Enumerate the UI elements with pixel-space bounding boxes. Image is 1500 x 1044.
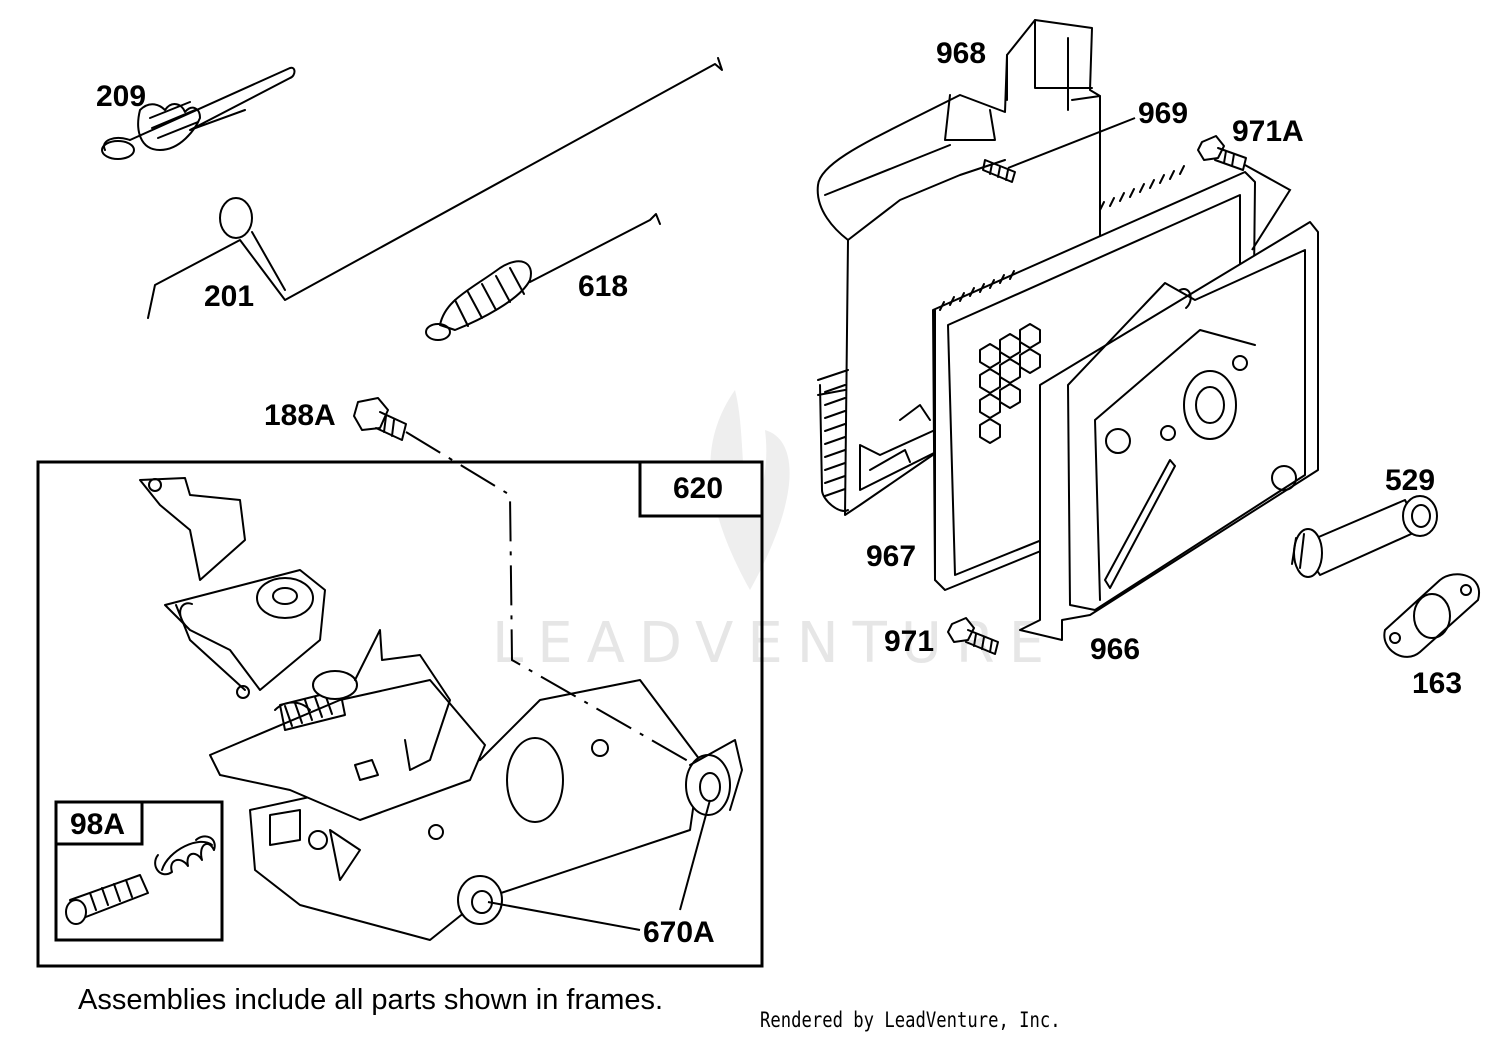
label-971: 971 (884, 625, 934, 658)
label-670A: 670A (643, 916, 715, 949)
frame-98A: 98A (54, 800, 224, 942)
screw-971 (947, 617, 999, 655)
label-201: 201 (204, 280, 254, 313)
label-209: 209 (96, 80, 146, 113)
frame-label-620: 620 (673, 472, 723, 505)
air-cleaner-base-968 (816, 19, 1101, 516)
stud-969 (982, 159, 1016, 183)
bolt-188A (353, 397, 407, 441)
frames-caption: Assemblies include all parts shown in fr… (78, 984, 664, 1016)
label-966: 966 (1090, 633, 1140, 666)
spring-618 (425, 213, 661, 341)
screw-971A (1197, 135, 1247, 171)
control-bracket-assembly (139, 477, 743, 941)
label-188A: 188A (264, 399, 336, 432)
label-618: 618 (578, 270, 628, 303)
watermark-text: LEADVENTURE (492, 611, 1058, 676)
breather-tube-529 (1291, 495, 1438, 578)
label-163: 163 (1412, 667, 1462, 700)
watermark: LEADVENTURE (492, 390, 1058, 676)
link-rod-201 (147, 57, 723, 319)
spring-clip-209 (101, 66, 296, 160)
label-971A: 971A (1232, 115, 1304, 148)
label-969: 969 (1138, 97, 1188, 130)
frame-label-98A: 98A (70, 808, 125, 841)
label-529: 529 (1385, 464, 1435, 497)
frame-620: 620 (36, 460, 764, 968)
cover-966 (1019, 221, 1319, 641)
label-967: 967 (866, 540, 916, 573)
render-credit: Rendered by LeadVenture, Inc. (760, 1008, 1061, 1032)
label-968: 968 (936, 37, 986, 70)
gasket-163 (1383, 573, 1481, 658)
